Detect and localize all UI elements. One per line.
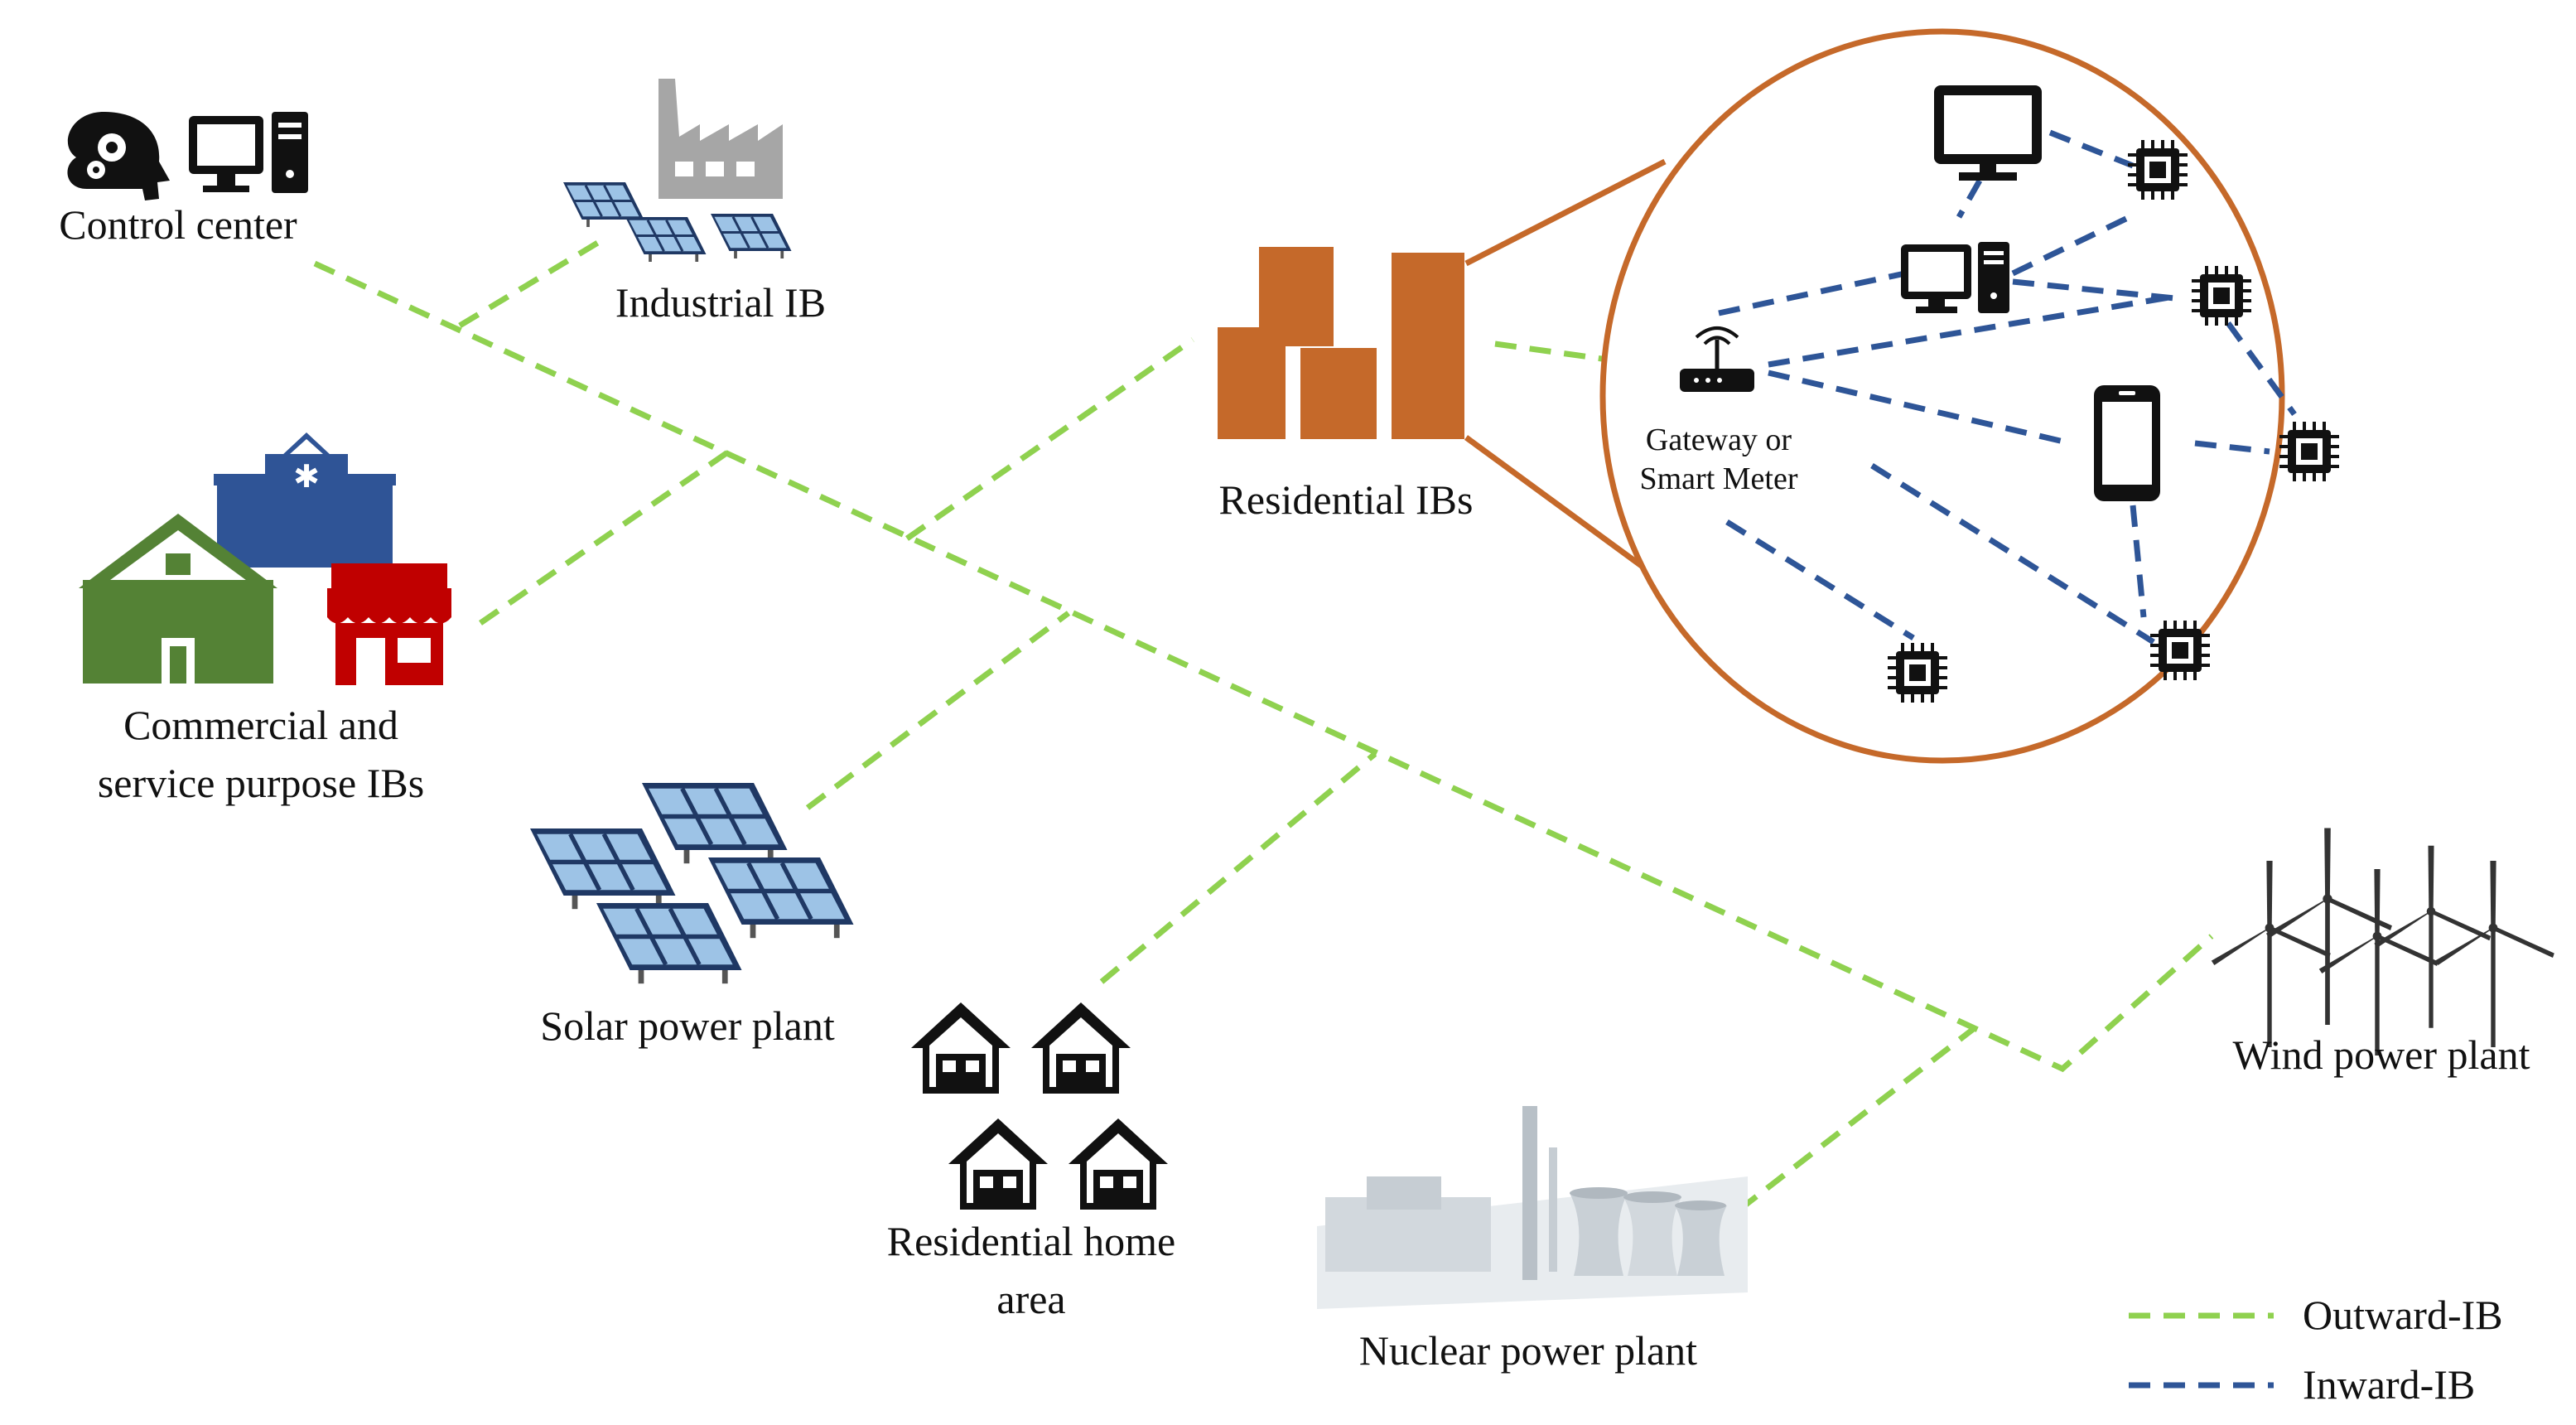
smartphone-icon	[2094, 385, 2160, 501]
router-icon	[1680, 326, 1754, 392]
outward-residential-ibs-link	[905, 337, 1194, 541]
outward-commercial-link	[479, 449, 731, 626]
inward-gw-chip5	[1870, 463, 2155, 645]
solar-panel-icon	[530, 783, 854, 983]
home-area-label-line1: Residential home	[887, 1218, 1176, 1264]
control-center: Control center	[59, 112, 308, 248]
industrial-ib: Industrial IB	[562, 79, 826, 326]
inward-detail-circle: Gateway or Smart Meter	[1599, 28, 2341, 764]
inward-phone-chip3	[2194, 440, 2270, 455]
nuclear-plant-icon	[1317, 1106, 1748, 1309]
inward-gw-phone	[1768, 370, 2072, 447]
hospital-icon: ✱	[214, 432, 396, 568]
outward-industrial-link	[458, 233, 610, 329]
gateway-label-line2: Smart Meter	[1639, 461, 1797, 496]
inward-phone-chip5	[2130, 505, 2147, 618]
shop-icon	[327, 563, 451, 685]
office-buildings-icon	[1218, 247, 1464, 439]
outward-links	[313, 233, 2214, 1212]
nuclear-label: Nuclear power plant	[1359, 1327, 1697, 1374]
house-icon	[911, 1002, 1168, 1210]
commercial-ibs: ✱ Commercial and service purpose IBs	[79, 432, 451, 806]
inward-links	[1718, 129, 2297, 645]
residential-ibs-label: Residential IBs	[1219, 476, 1474, 523]
legend: Outward-IB Inward-IB	[2129, 1292, 2503, 1408]
computer-icon	[1901, 242, 2009, 313]
gateway-label-line1: Gateway or	[1646, 423, 1792, 457]
computer-icon	[189, 112, 308, 193]
inward-pc-chip1	[2011, 212, 2135, 277]
solar-power-plant: Solar power plant	[530, 783, 854, 1049]
school-icon	[79, 514, 277, 684]
inward-pc-chip2	[2012, 278, 2175, 302]
outward-main-trunk	[313, 260, 2214, 1073]
industrial-ib-label: Industrial IB	[615, 279, 826, 326]
home-area-label-line2: area	[996, 1276, 1065, 1322]
outward-home-area-link	[1099, 751, 1377, 984]
inward-chip2-chip3	[2226, 321, 2297, 417]
wind-power-plant: Wind power plant	[2212, 828, 2554, 1078]
inward-gw-pc	[1718, 270, 1906, 316]
nuclear-power-plant: Nuclear power plant	[1317, 1106, 1748, 1374]
monitor-icon	[1934, 85, 2042, 181]
inward-monitor-chip1	[2048, 129, 2135, 169]
commercial-label-line2: service purpose IBs	[98, 760, 424, 806]
legend-outward-label: Outward-IB	[2303, 1292, 2503, 1338]
svg-text:✱: ✱	[293, 458, 320, 495]
inward-monitor-pc	[1956, 179, 1983, 219]
brain-gears-icon	[67, 112, 170, 200]
solar-label: Solar power plant	[540, 1002, 835, 1049]
residential-ibs: Residential IBs	[1218, 247, 1473, 523]
outward-nuclear-link	[1737, 1025, 1978, 1212]
control-center-label: Control center	[59, 201, 297, 248]
legend-inward-label: Inward-IB	[2303, 1361, 2475, 1408]
residential-home-area: Residential home area	[887, 1002, 1176, 1322]
factory-icon	[658, 79, 783, 199]
commercial-label-line1: Commercial and	[123, 702, 398, 748]
inward-gw-chip4	[1725, 519, 1915, 640]
zoom-wedge	[1464, 158, 1667, 582]
outward-solar-link	[805, 611, 1071, 810]
wind-label: Wind power plant	[2232, 1031, 2530, 1078]
wind-turbine-icon	[2212, 828, 2554, 1056]
